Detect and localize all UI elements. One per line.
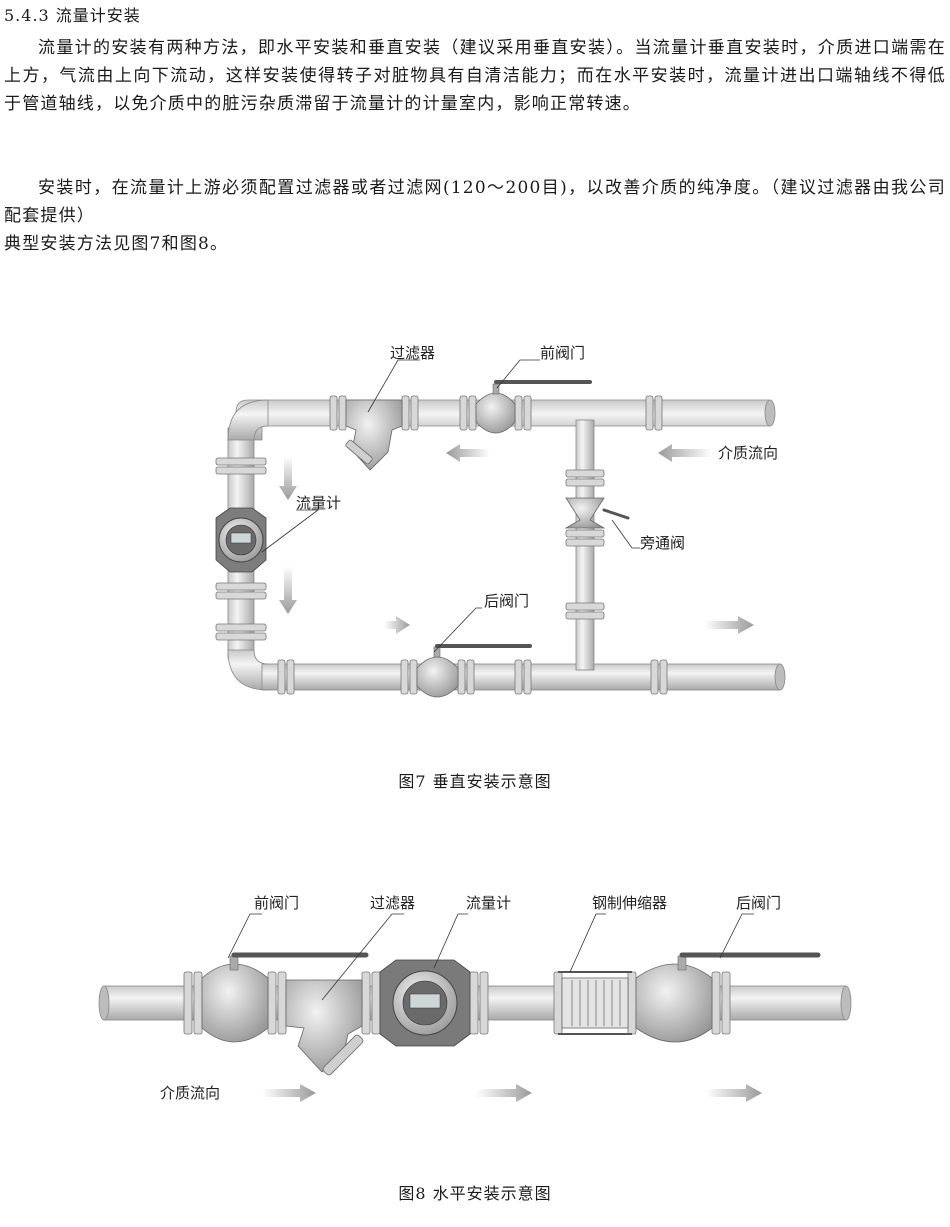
label-rear-valve: 后阀门 xyxy=(484,592,529,610)
flanges-fig8 xyxy=(183,971,731,1035)
arrow-right-b xyxy=(476,1084,532,1102)
steel-expansion-joint xyxy=(558,971,632,1035)
section-title: 5.4.3 流量计安装 xyxy=(4,6,141,25)
arrow-left-2 xyxy=(658,444,712,462)
arrow-right-1 xyxy=(384,616,410,634)
y-strainer-filter-fig8 xyxy=(285,979,364,1076)
figure-7-caption: 图7 垂直安装示意图 xyxy=(398,772,552,791)
label-rear-valve-fig8: 后阀门 xyxy=(736,894,781,912)
label-flow-direction: 介质流向 xyxy=(718,444,778,462)
flanges-bottom xyxy=(277,659,668,695)
flowmeter-fig8 xyxy=(379,959,471,1047)
label-front-valve-fig8: 前阀门 xyxy=(254,894,299,912)
paragraph-filter-requirement: 安装时，在流量计上游必须配置过滤器或者过滤网(120～200目)，以改善介质的纯… xyxy=(4,178,946,226)
arrow-left-1 xyxy=(446,444,490,462)
label-filter: 过滤器 xyxy=(390,344,435,362)
y-strainer-filter xyxy=(345,399,403,471)
bypass-valve xyxy=(564,497,630,529)
front-ball-valve-fig8 xyxy=(201,952,369,1043)
flow-arrows-fig8 xyxy=(262,1084,762,1102)
figure-7-vertical-installation: 过滤器 前阀门 介质流向 流量计 旁通阀 后阀门 xyxy=(215,344,786,698)
arrow-right-c xyxy=(706,1084,762,1102)
arrow-right-a xyxy=(262,1084,316,1102)
label-front-valve: 前阀门 xyxy=(540,344,585,362)
arrow-down-2 xyxy=(279,566,297,614)
label-expansion-joint: 钢制伸缩器 xyxy=(592,894,667,912)
leader-lines-fig7 xyxy=(261,359,640,653)
label-flowmeter: 流量计 xyxy=(296,494,341,512)
paragraph-installation-methods: 流量计的安装有两种方法，即水平安装和垂直安装（建议采用垂直安装）。当流量计垂直安… xyxy=(4,38,946,114)
label-flow-direction-fig8: 介质流向 xyxy=(160,1084,220,1102)
flanges-vertical xyxy=(215,457,605,641)
front-ball-valve xyxy=(475,380,592,434)
arrow-right-2 xyxy=(704,616,754,634)
label-flowmeter-fig8: 流量计 xyxy=(466,894,511,912)
leader-lines-fig8 xyxy=(227,913,754,1001)
rear-ball-valve-fig8 xyxy=(635,952,821,1043)
flanges-top xyxy=(329,395,663,431)
figure-8-horizontal-installation: 前阀门 过滤器 流量计 钢制伸缩器 后阀门 介质流向 xyxy=(98,894,852,1102)
flow-arrows-fig7 xyxy=(279,444,754,634)
arrow-down-1 xyxy=(279,456,297,500)
rear-ball-valve xyxy=(416,644,532,698)
label-bypass-valve: 旁通阀 xyxy=(640,534,685,552)
figure-8-caption: 图8 水平安装示意图 xyxy=(398,1184,552,1203)
flowmeter-vertical xyxy=(215,507,267,573)
label-filter-fig8: 过滤器 xyxy=(370,894,415,912)
paragraph-figure-reference: 典型安装方法见图7和图8。 xyxy=(4,234,229,254)
